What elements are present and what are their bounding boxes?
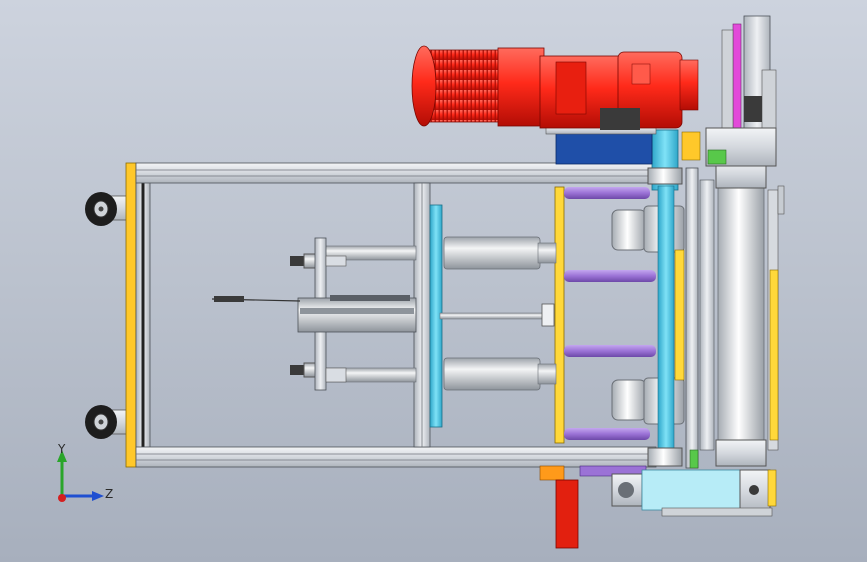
drive-shaft bbox=[657, 185, 675, 467]
cylinder-upper bbox=[290, 236, 557, 270]
purple-guide-rods bbox=[564, 187, 656, 440]
main-frame bbox=[125, 162, 657, 468]
yellow-guide-plate bbox=[554, 186, 565, 444]
main-roller bbox=[717, 185, 765, 441]
x-axis-dot bbox=[58, 494, 66, 502]
top-right-bracket bbox=[705, 15, 777, 167]
caster-wheel-bottom bbox=[85, 405, 129, 439]
z-axis-label: Z bbox=[105, 487, 113, 501]
caster-wheel-top bbox=[85, 192, 129, 226]
linear-slide bbox=[211, 295, 555, 333]
coordinate-triad: Y Z bbox=[57, 442, 113, 502]
gear-motor bbox=[411, 45, 701, 165]
right-side-frame bbox=[674, 159, 785, 469]
y-axis-label: Y bbox=[57, 442, 66, 456]
bottom-drive-assembly bbox=[539, 449, 777, 549]
